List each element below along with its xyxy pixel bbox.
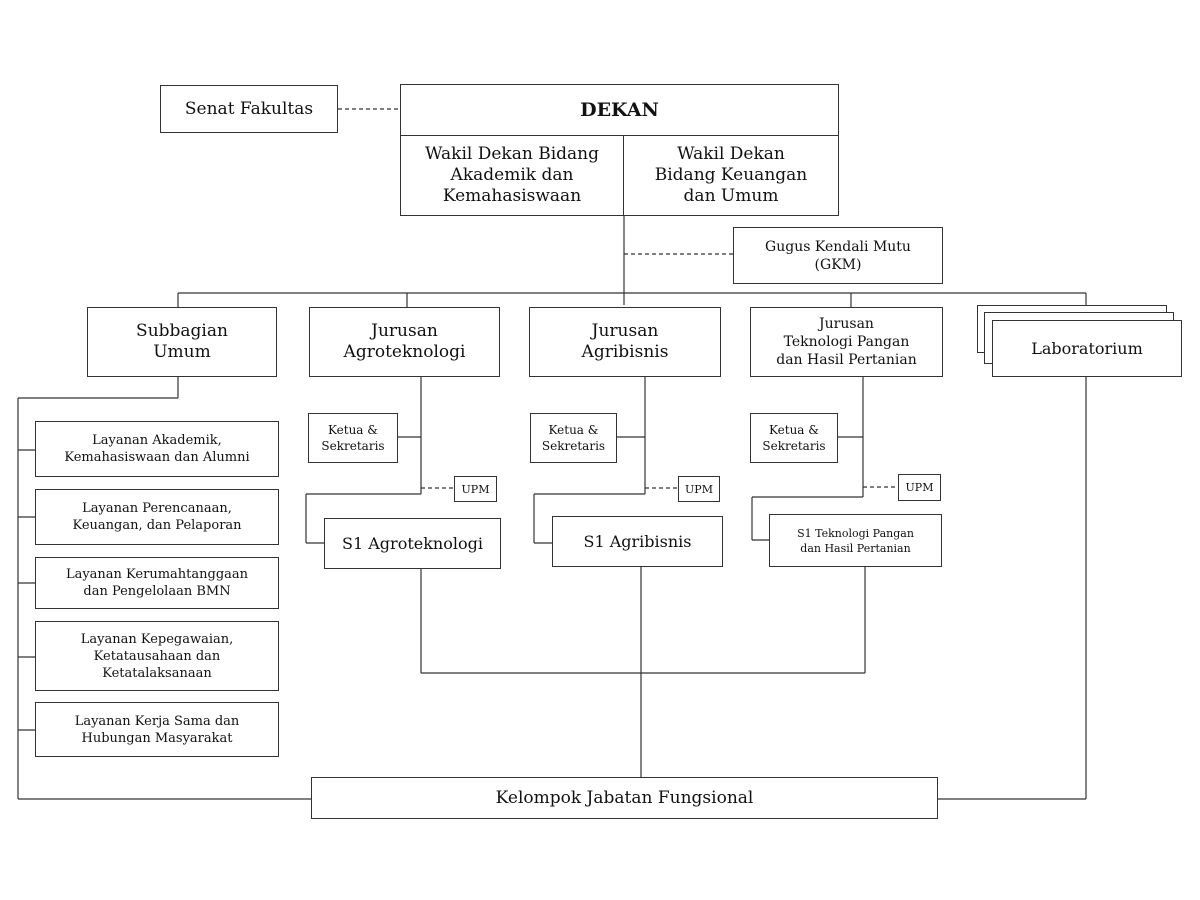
ketua-sekretaris-tekpangan-box: Ketua & Sekretaris — [750, 413, 838, 463]
layanan-kerjasama-label: Layanan Kerja Sama dan Hubungan Masyarak… — [74, 713, 240, 746]
upm-tekpangan-label: UPM — [905, 481, 934, 494]
ketua-sekretaris-agrotek-box: Ketua & Sekretaris — [308, 413, 398, 463]
jurusan-agribisnis-box: Jurusan Agribisnis — [529, 307, 721, 377]
laboratorium-box: Laboratorium — [992, 320, 1182, 377]
jurusan-agribisnis-label: Jurusan Agribisnis — [581, 321, 669, 362]
senat-fakultas-label: Senat Fakultas — [184, 98, 314, 119]
jurusan-teknologi-pangan-box: Jurusan Teknologi Pangan dan Hasil Perta… — [750, 307, 943, 377]
layanan-kepegawaian-label: Layanan Kepegawaian, Ketatausahaan dan K… — [80, 631, 234, 681]
s1-agribisnis-label: S1 Agribisnis — [583, 531, 692, 551]
s1-agribisnis-box: S1 Agribisnis — [552, 516, 723, 567]
layanan-kerumahtanggaan-label: Layanan Kerumahtanggaan dan Pengelolaan … — [65, 567, 249, 599]
jurusan-teknologi-pangan-label: Jurusan Teknologi Pangan dan Hasil Perta… — [776, 316, 917, 368]
dekan-block: DEKAN Wakil Dekan Bidang Akademik dan Ke… — [400, 84, 839, 216]
layanan-kerumahtanggaan-box: Layanan Kerumahtanggaan dan Pengelolaan … — [35, 557, 279, 609]
layanan-kepegawaian-box: Layanan Kepegawaian, Ketatausahaan dan K… — [35, 621, 279, 691]
upm-agrotek-box: UPM — [454, 476, 497, 502]
layanan-perencanaan-label: Layanan Perencanaan, Keuangan, dan Pelap… — [72, 501, 242, 533]
ketua-sekretaris-agribis-box: Ketua & Sekretaris — [530, 413, 617, 463]
dekan-title: DEKAN — [580, 99, 659, 121]
jurusan-agroteknologi-label: Jurusan Agroteknologi — [343, 321, 466, 362]
layanan-akademik-label: Layanan Akademik, Kemahasiswaan dan Alum… — [64, 433, 250, 465]
ketua-sekretaris-agribis-label: Ketua & Sekretaris — [541, 423, 606, 453]
subbagian-umum-label: Subbagian Umum — [136, 321, 228, 362]
ketua-sekretaris-agrotek-label: Ketua & Sekretaris — [321, 423, 385, 453]
s1-agroteknologi-label: S1 Agroteknologi — [342, 533, 483, 553]
layanan-perencanaan-box: Layanan Perencanaan, Keuangan, dan Pelap… — [35, 489, 279, 545]
upm-agrotek-label: UPM — [461, 482, 490, 496]
ketua-sekretaris-tekpangan-label: Ketua & Sekretaris — [762, 423, 826, 453]
wakil-dekan-akademik: Wakil Dekan Bidang Akademik dan Kemahasi… — [425, 144, 599, 206]
gkm-box: Gugus Kendali Mutu (GKM) — [733, 227, 943, 284]
laboratorium-label: Laboratorium — [1031, 338, 1143, 358]
upm-agribis-label: UPM — [685, 482, 713, 496]
kelompok-jabatan-fungsional-box: Kelompok Jabatan Fungsional — [311, 777, 938, 819]
kelompok-jabatan-fungsional-label: Kelompok Jabatan Fungsional — [495, 787, 754, 808]
s1-teknologi-pangan-box: S1 Teknologi Pangan dan Hasil Pertanian — [769, 514, 942, 567]
upm-tekpangan-box: UPM — [898, 474, 941, 501]
layanan-akademik-box: Layanan Akademik, Kemahasiswaan dan Alum… — [35, 421, 279, 477]
subbagian-umum-box: Subbagian Umum — [87, 307, 277, 377]
gkm-label: Gugus Kendali Mutu (GKM) — [765, 238, 911, 273]
upm-agribis-box: UPM — [678, 476, 720, 502]
s1-teknologi-pangan-label: S1 Teknologi Pangan dan Hasil Pertanian — [797, 526, 914, 555]
senat-fakultas-box: Senat Fakultas — [160, 85, 338, 133]
jurusan-agroteknologi-box: Jurusan Agroteknologi — [309, 307, 500, 377]
wakil-dekan-keuangan: Wakil Dekan Bidang Keuangan dan Umum — [654, 144, 808, 206]
s1-agroteknologi-box: S1 Agroteknologi — [324, 518, 501, 569]
layanan-kerjasama-box: Layanan Kerja Sama dan Hubungan Masyarak… — [35, 702, 279, 757]
